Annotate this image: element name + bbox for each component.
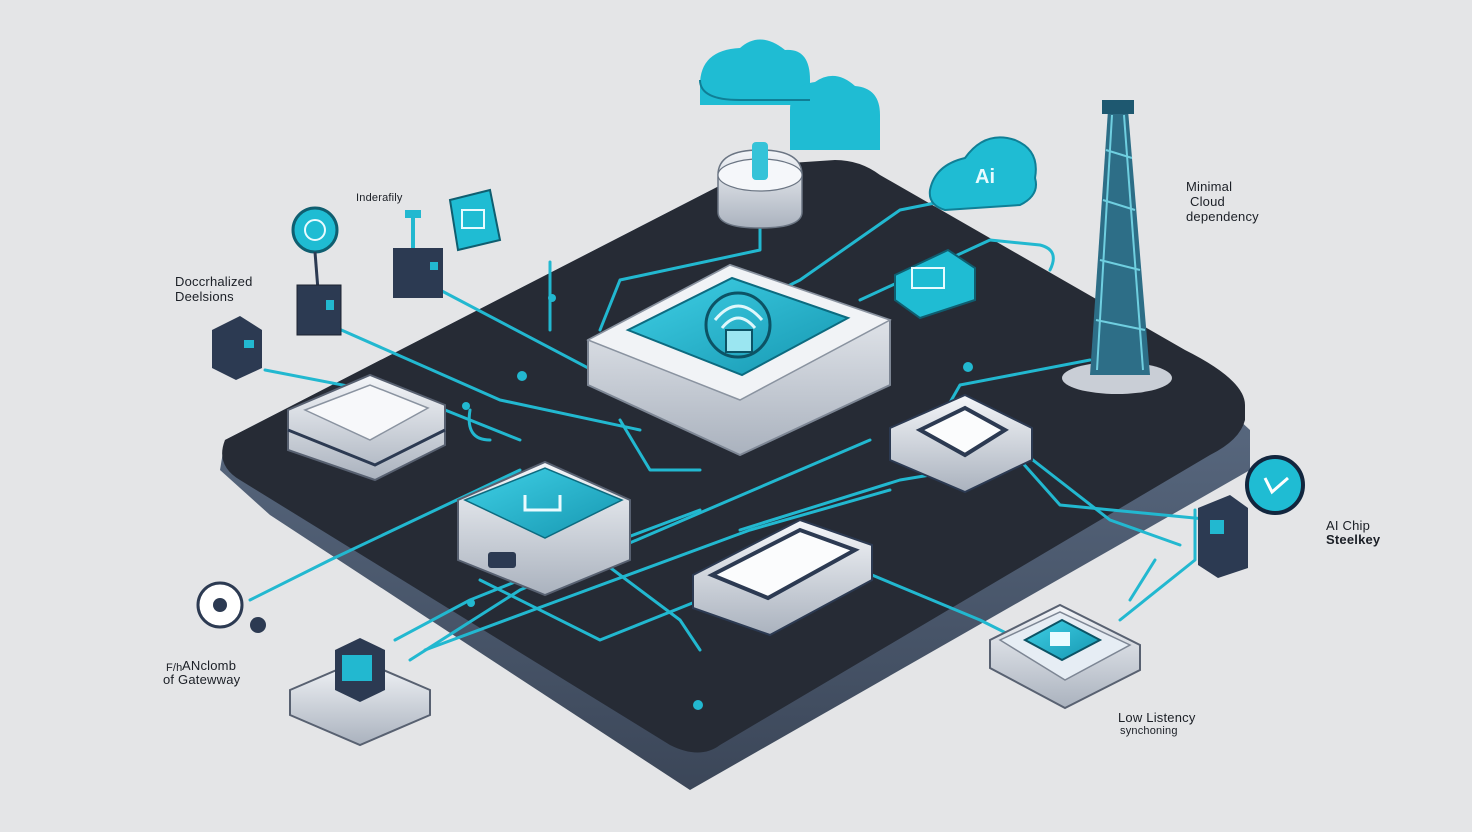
screen-device-icon [894, 248, 976, 320]
ai-cloud-icon: Ai [928, 136, 1037, 212]
label-indefally: Inderafily [356, 192, 403, 204]
label-gateway-prefix: F/h [166, 662, 183, 674]
label-ai-chip-line2: Steelkey [1326, 532, 1381, 547]
tower-icon [1062, 100, 1172, 394]
edge-module-right [889, 393, 1033, 494]
edge-module-left [287, 373, 446, 482]
trace-nodes [462, 294, 973, 710]
device-box-icon [212, 316, 262, 380]
chip-icon [448, 188, 502, 252]
gateway-icon [289, 638, 431, 747]
label-cloud-line1: Minimal [1186, 179, 1233, 194]
edge-module-center [457, 460, 631, 597]
antenna-icon [291, 206, 342, 336]
label-cloud-line3: dependency [1186, 209, 1259, 224]
label-latency-line2: synchoning [1120, 725, 1178, 737]
chip-module [989, 603, 1141, 710]
circuit-board [220, 160, 1250, 790]
label-gateway-line2: of Gatewway [163, 672, 241, 687]
edge-module-bottom [692, 518, 873, 637]
ai-cloud-label: Ai [975, 166, 995, 188]
clock-icon-right [1245, 455, 1305, 515]
label-decentralized-line2: Deelsions [175, 289, 234, 304]
clock-icon [196, 581, 266, 633]
sensor-icon [393, 210, 443, 298]
label-gateway-line1: ANclomb [182, 658, 237, 673]
label-latency-line1: Low Listency [1118, 710, 1196, 725]
label-ai-chip-line1: AI Chip [1326, 518, 1371, 533]
central-processor [586, 263, 892, 457]
cloud-icon [699, 39, 880, 150]
label-cloud-line2: Cloud [1190, 194, 1225, 209]
label-decentralized-line1: Doccrhalized [175, 274, 253, 289]
lock-device-icon [1198, 495, 1248, 578]
cloud-hub-module [717, 142, 803, 229]
